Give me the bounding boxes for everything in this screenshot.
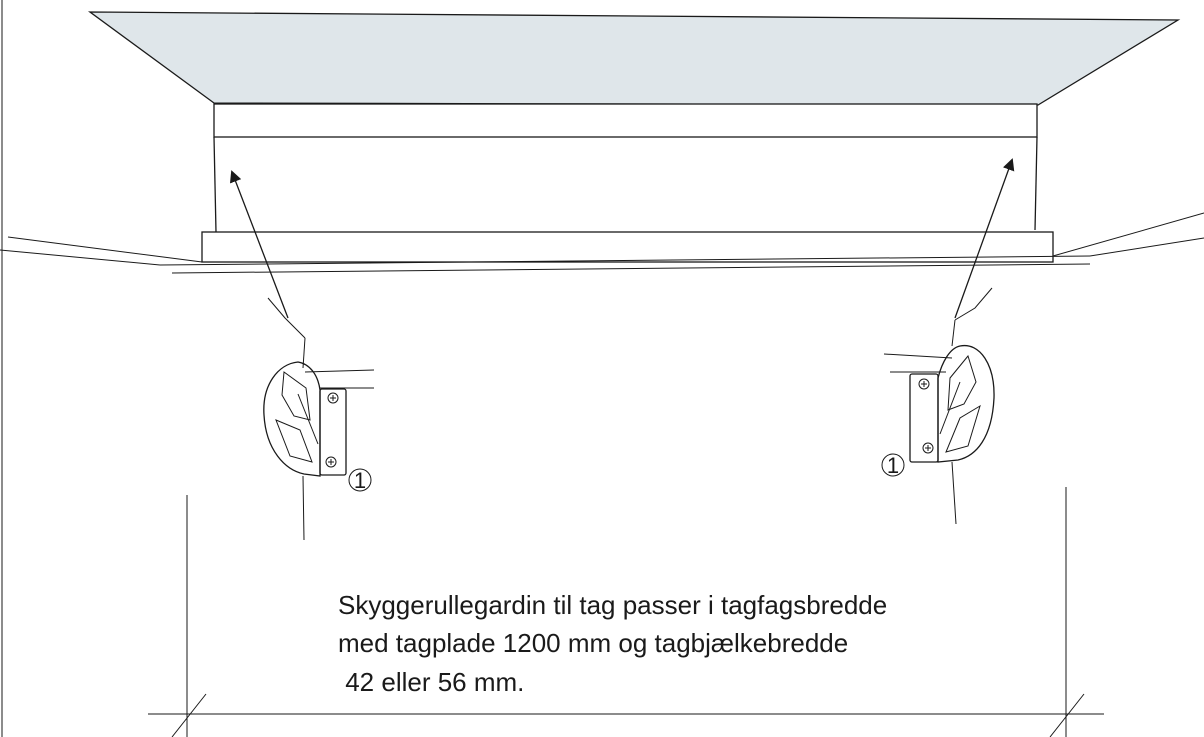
- description-line-1: Skyggerullegardin til tag passer i tagfa…: [338, 590, 887, 620]
- left-bracket: [263, 297, 375, 541]
- roof-lines: [0, 212, 1204, 274]
- left-guide-line: [213, 136, 217, 233]
- description-line-3: 42 eller 56 mm.: [338, 667, 524, 697]
- roller-cassette: [213, 103, 1038, 138]
- right-guide-line: [1034, 136, 1038, 231]
- left-mount-arrow: [229, 170, 289, 319]
- right-bracket: [881, 287, 995, 525]
- right-mount-arrow: [954, 158, 1015, 319]
- description-line-2: med tagplade 1200 mm og tagbjælkebredde: [338, 628, 848, 658]
- left-callout-marker: 1: [354, 468, 366, 493]
- dimension-lines: [148, 487, 1104, 737]
- right-callout-marker: 1: [887, 453, 899, 478]
- window-frame-bar: [201, 231, 1054, 263]
- blind-fabric: [87, 11, 1181, 106]
